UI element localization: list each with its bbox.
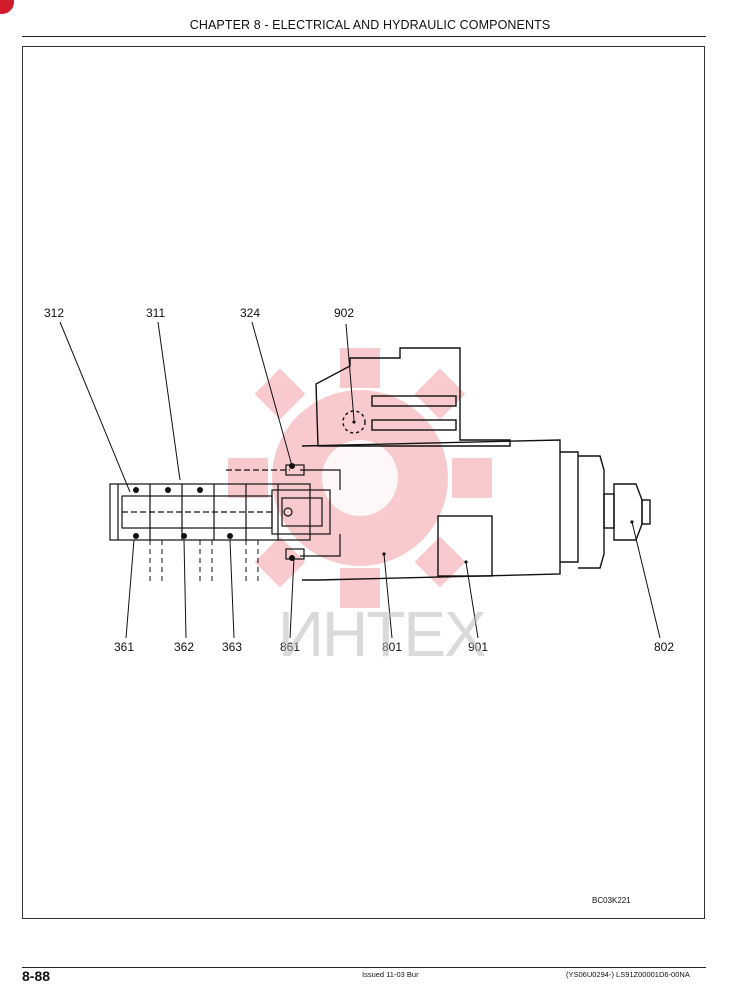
chapter-title: CHAPTER 8 - ELECTRICAL AND HYDRAULIC COM… (189, 18, 551, 32)
callout-362: 362 (174, 640, 195, 654)
callout-311: 311 (146, 306, 166, 320)
watermark-text: ИНТЕХ (278, 598, 487, 670)
callout-324: 324 (240, 306, 261, 320)
header-rule (22, 36, 706, 37)
issued-date: Issued 11-03 Bur (362, 970, 419, 979)
port-lines (149, 540, 259, 582)
watermark-gear-hole (322, 440, 398, 516)
callout-363: 363 (222, 640, 243, 654)
footer-rule (22, 967, 706, 968)
solenoid-housing (301, 347, 651, 581)
callout-312: 312 (44, 306, 65, 320)
callout-801: 801 (382, 640, 403, 654)
callout-902: 902 (334, 306, 355, 320)
page-number: 8-88 (22, 968, 51, 984)
figure-frame (22, 46, 705, 919)
callout-802: 802 (654, 640, 675, 654)
callout-901: 901 (468, 640, 489, 654)
leader-lines (59, 321, 661, 639)
document-id: (YS06U0294-) LS91Z00001D6-00NA (566, 970, 690, 979)
valve-body (109, 464, 341, 560)
callout-861: 861 (280, 640, 301, 654)
callout-361: 361 (114, 640, 135, 654)
figure-code: BC03K221 (592, 896, 631, 905)
seal-rings (133, 463, 295, 561)
